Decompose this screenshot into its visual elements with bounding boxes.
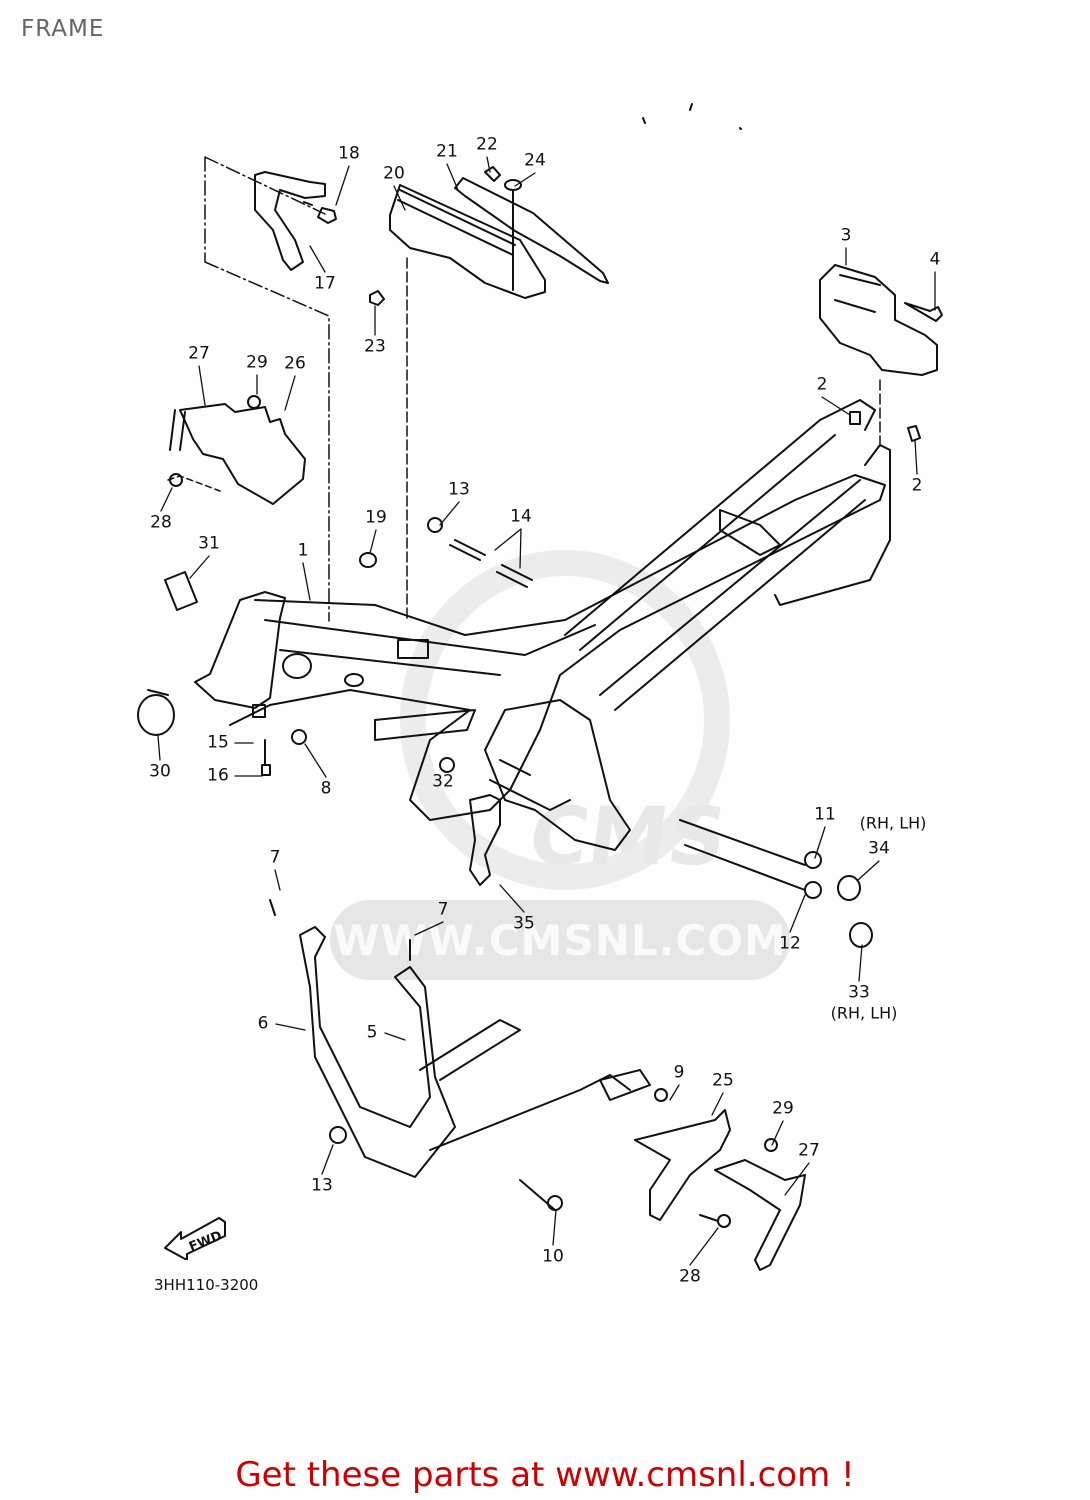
footrest-25-27: [634, 1109, 806, 1271]
callout-35: 35: [513, 913, 535, 934]
cover-20-21: [389, 177, 609, 299]
callout-25: 25: [712, 1070, 734, 1091]
callout-28-lower: 28: [679, 1266, 701, 1287]
callout-27-upper: 27: [188, 343, 210, 364]
callout-34: 34: [868, 838, 890, 859]
callout-4: 4: [929, 249, 941, 270]
callout-17: 17: [314, 273, 336, 294]
note-rh-lh-33: (RH, LH): [830, 1003, 898, 1023]
lower-cradle-5-6: [299, 926, 651, 1178]
callout-23: 23: [364, 336, 386, 357]
callout-1: 1: [297, 540, 309, 561]
callout-29-upper: 29: [246, 352, 268, 373]
callout-8: 8: [320, 778, 332, 799]
watermark-text: WWW.CMSNL.COM: [333, 915, 787, 965]
callout-3: 3: [840, 225, 852, 246]
watermark-banner: WWW.CMSNL.COM: [330, 900, 790, 980]
callout-2-lower: 2: [911, 475, 923, 496]
callout-10: 10: [542, 1246, 564, 1267]
callout-21: 21: [436, 141, 458, 162]
callout-5: 5: [366, 1022, 378, 1043]
callout-30: 30: [149, 761, 171, 782]
callout-15: 15: [207, 732, 229, 753]
callout-22: 22: [476, 134, 498, 155]
callout-14: 14: [510, 506, 532, 527]
callout-27-lower: 27: [798, 1140, 820, 1161]
callout-29-lower: 29: [772, 1098, 794, 1119]
callout-12: 12: [779, 933, 801, 954]
callout-20: 20: [383, 163, 405, 184]
main-frame: [194, 399, 891, 851]
callout-7-right: 7: [437, 899, 449, 920]
callout-31: 31: [198, 533, 220, 554]
callout-13-upper: 13: [448, 479, 470, 500]
callout-18: 18: [338, 143, 360, 164]
callout-9: 9: [673, 1062, 685, 1083]
callout-32: 32: [432, 771, 454, 792]
fwd-arrow-icon: FWD: [164, 1217, 226, 1260]
footrest-bracket-26-27: [167, 395, 306, 505]
bracket-3: [819, 264, 943, 376]
leader-lines: [157, 156, 936, 1266]
callout-26: 26: [284, 353, 306, 374]
callout-2-upper: 2: [816, 374, 828, 395]
callout-6: 6: [257, 1013, 269, 1034]
footer-link[interactable]: Get these parts at www.cmsnl.com !: [235, 1455, 855, 1495]
callout-16: 16: [207, 765, 229, 786]
note-rh-lh-34: (RH, LH): [859, 813, 927, 833]
diagram-code: 3HH110-3200: [154, 1276, 259, 1294]
callout-13-lower: 13: [311, 1175, 333, 1196]
callout-28-upper: 28: [150, 512, 172, 533]
callout-24: 24: [524, 150, 546, 171]
callout-11: 11: [814, 804, 836, 825]
callout-7-left: 7: [269, 847, 281, 868]
diagram-title: FRAME: [21, 16, 105, 42]
bracket-17: [254, 171, 337, 271]
callout-19: 19: [365, 507, 387, 528]
callout-33: 33: [848, 982, 870, 1003]
